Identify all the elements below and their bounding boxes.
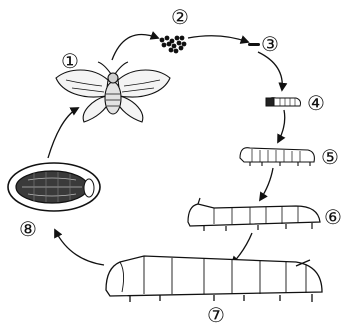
larva-1-illustration xyxy=(248,43,260,46)
label-stage-6: ⑥ xyxy=(324,205,342,229)
label-stage-1: ① xyxy=(61,49,79,73)
arrow-larva-2-to-larva-3 xyxy=(278,110,285,142)
arrow-larva-3-to-larva-4 xyxy=(260,168,273,200)
label-stage-4: ④ xyxy=(307,91,325,115)
arrow-cocoon-to-moth xyxy=(48,108,78,158)
label-stage-5: ⑤ xyxy=(321,145,339,169)
arrow-larva-5-to-cocoon xyxy=(55,230,104,265)
larva-2-illustration xyxy=(266,98,301,106)
eggs-illustration xyxy=(160,36,187,54)
cocoon-illustration xyxy=(8,163,100,211)
arrow-larva-1-to-larva-2 xyxy=(258,52,282,90)
arrow-eggs-to-larva-1 xyxy=(188,36,248,42)
label-stage-8: ⑧ xyxy=(19,217,37,241)
arrow-moth-to-eggs xyxy=(112,34,158,60)
label-stage-3: ③ xyxy=(261,32,279,56)
larva-5-illustration xyxy=(106,256,322,302)
larva-3-illustration xyxy=(240,148,314,166)
larva-4-illustration xyxy=(188,198,320,231)
label-stage-2: ② xyxy=(171,5,189,29)
label-stage-7: ⑦ xyxy=(207,303,225,326)
